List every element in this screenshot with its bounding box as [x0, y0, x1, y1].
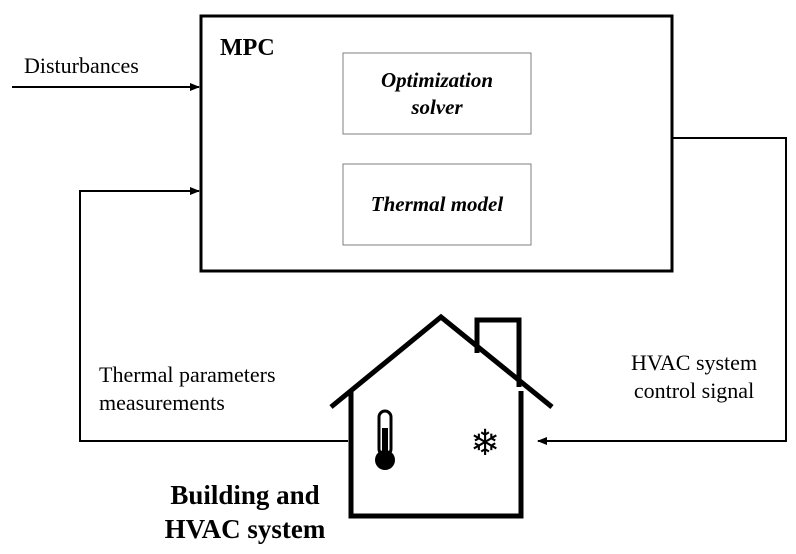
optimization-solver-label: Optimization solver: [343, 53, 531, 134]
feedback-label: Thermal parameters measurements: [99, 361, 276, 417]
disturbances-label: Disturbances: [24, 53, 139, 78]
control-signal-arrow: [537, 137, 787, 445]
building-label-line1: Building and: [170, 480, 320, 510]
building-label-line2: HVAC system: [164, 514, 326, 544]
building-label: Building and HVAC system: [150, 478, 340, 546]
control-signal-label: HVAC system control signal: [606, 349, 782, 405]
snowflake-icon: ❄: [470, 423, 501, 464]
feedback-label-line1: Thermal parameters: [99, 362, 276, 387]
optimization-solver-line2: solver: [411, 94, 463, 119]
mpc-box: [199, 14, 674, 273]
control-signal-label-line2: control signal: [633, 378, 755, 403]
optimization-solver-box: [342, 52, 532, 135]
house-icon: [329, 313, 554, 519]
feedback-label-line2: measurements: [99, 390, 225, 415]
thermal-model-label: Thermal model: [370, 192, 504, 217]
control-signal-label-line1: HVAC system: [630, 350, 758, 375]
feedback-arrow: [79, 187, 348, 442]
thermal-model-box: [342, 163, 532, 246]
thermometer-icon: [375, 409, 395, 470]
mpc-title: MPC: [220, 35, 275, 61]
optimization-solver-line1: Optimization: [380, 68, 494, 93]
